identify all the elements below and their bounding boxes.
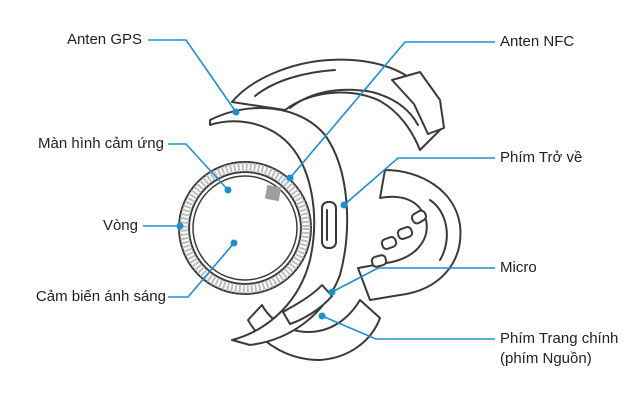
touchscreen-area xyxy=(192,175,298,281)
dot-touchscreen xyxy=(224,186,232,194)
callout-light-sensor xyxy=(168,242,235,298)
home-key-shape xyxy=(282,284,333,325)
dot-light-sensor xyxy=(230,239,238,247)
strap-keeper xyxy=(391,71,445,135)
label-light-sensor: Cảm biến ánh sáng xyxy=(35,288,166,305)
watch-case xyxy=(209,107,349,346)
dot-nfc xyxy=(286,174,294,182)
callout-micro xyxy=(331,267,495,293)
label-gps-antenna: Anten GPS xyxy=(66,31,142,48)
back-key-shape xyxy=(321,201,337,249)
callout-back-key xyxy=(343,157,495,206)
dot-gps xyxy=(232,108,240,116)
callout-touchscreen xyxy=(168,143,229,191)
dot-home-key xyxy=(318,312,326,320)
label-nfc-antenna: Anten NFC xyxy=(500,33,575,50)
dot-bezel xyxy=(176,222,184,230)
label-microphone: Micro xyxy=(500,259,537,276)
nfc-patch xyxy=(264,184,282,202)
label-touchscreen: Màn hình cảm ứng xyxy=(38,135,164,152)
label-home-key: Phím Trang chính xyxy=(500,330,619,347)
callout-home-key xyxy=(321,315,495,340)
label-bezel: Vòng xyxy=(102,217,138,234)
dot-back-key xyxy=(340,201,348,209)
label-back-key: Phím Trở về xyxy=(500,149,583,166)
callout-nfc xyxy=(289,41,495,179)
dot-micro xyxy=(328,288,336,296)
top-strap xyxy=(231,58,443,151)
label-home-key-sub: (phím Nguồn) xyxy=(500,350,592,367)
callout-gps xyxy=(148,39,237,113)
